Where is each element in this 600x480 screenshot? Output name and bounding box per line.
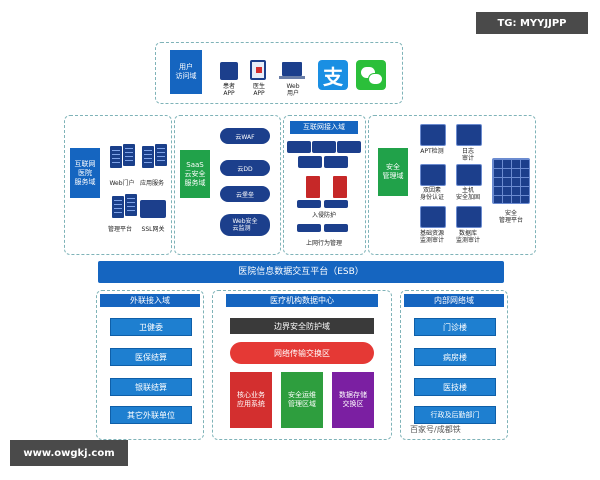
external-access-title: 外联接入域 [100,294,200,307]
user-access-domain [155,42,403,104]
patient-app-icon [220,62,238,80]
intranet-domain [400,290,508,440]
doctor-app-icon [250,60,266,80]
apt-detection-caption: APT检测 [420,148,444,155]
log-audit-caption: 日志 审计 [461,148,474,162]
two-factor-auth-icon [420,164,446,186]
border-security-area: 边界安全防护域 [230,318,374,334]
behavior-mgmt-caption: 上网行为管理 [305,240,342,247]
intranet-item-medical-tech: 医技楼 [414,378,496,396]
security-mgmt-label: 安全 管理域 [378,148,408,196]
internet-hospital-service-domain [64,115,172,255]
resource-monitor-caption: 基础资源 监测审计 [419,230,444,244]
router-icon-5 [324,156,348,168]
network-transport-zone: 网络传输交换区 [230,342,374,364]
cloud-dd-icon: 云DD [220,160,270,176]
ips-device-icon-1 [297,200,321,208]
security-management-domain [368,115,536,255]
laptop-icon [282,62,302,76]
saas-cloud-security-domain [174,115,281,255]
data-storage-subzone: 数据存储 交换区 [332,372,374,428]
doctor-app-caption: 医生 APP [252,83,265,97]
behavior-mgmt-device-icon-1 [297,224,321,232]
intranet-overlay-text: 百家号/成都铁 [410,425,461,434]
host-hardening-caption: 主机 安全加固 [455,187,480,201]
web-portal-server-icon [110,146,122,168]
router-icon-1 [287,141,311,153]
saas-label: SaaS 云安全 服务域 [180,150,210,198]
ssl-gateway-caption: SSL网关 [141,226,165,233]
ips-device-icon-2 [324,200,348,208]
watermark-bottom-left: www.owgkj.com [10,440,128,466]
intranet-item-ward: 病房楼 [414,348,496,366]
host-hardening-icon [456,164,482,186]
external-item-other-units: 其它外联单位 [110,406,192,424]
web-user-caption: Web 用户 [286,83,300,97]
security-mgmt-platform-caption: 安全 管理平台 [498,210,523,224]
external-item-medical-insurance: 医保结算 [110,348,192,366]
intranet-title: 内部网络域 [404,294,504,307]
patient-app-caption: 患者 APP [222,83,235,97]
internet-service-label: 互联网 医院 服务域 [70,148,100,198]
watermark-top-right: TG: MYYJJPP [476,12,588,34]
behavior-mgmt-device-icon-2 [324,224,348,232]
external-access-domain [96,290,204,440]
external-item-health-commission: 卫健委 [110,318,192,336]
mgmt-platform-caption: 管理平台 [107,226,132,233]
app-server-icon-2 [155,144,167,166]
esb-bar: 医院信息数据交互平台（ESB） [98,261,504,283]
web-portal-server-icon-2 [123,144,135,166]
mgmt-platform-server-icon [112,196,124,218]
security-mgmt-platform-icon [492,158,530,204]
user-access-label: 用户 访问域 [170,50,202,94]
firewall-icon-1 [306,176,320,198]
intranet-item-admin-logistics: 行政及后勤部门 [414,406,496,424]
resource-monitor-icon [420,206,446,228]
router-icon-3 [337,141,361,153]
laptop-base-icon [279,76,305,79]
db-monitor-caption: 数据库 监测审计 [455,230,480,244]
firewall-icon-2 [333,176,347,198]
router-icon-4 [298,156,322,168]
data-center-title: 医疗机构数据中心 [226,294,378,307]
cloud-web-monitor-icon: Web安全 云监测 [220,214,270,236]
ssl-gateway-icon [140,200,166,218]
db-monitor-icon [456,206,482,228]
cloud-waf-icon: 云WAF [220,128,270,144]
security-ops-subzone: 安全运维 管理区域 [281,372,323,428]
core-business-subzone: 核心业务 应用系统 [230,372,272,428]
app-service-caption: 应用服务 [139,180,164,187]
web-portal-caption: Web门户 [109,180,135,187]
apt-detection-icon [420,124,446,146]
log-audit-icon [456,124,482,146]
intranet-item-outpatient: 门诊楼 [414,318,496,336]
wechat-icon [356,60,386,90]
internet-access-title: 互联网接入域 [290,121,358,134]
cloud-bastion-icon: 云堡垒 [220,186,270,202]
medical-data-center-domain [212,290,392,440]
router-icon-2 [312,141,336,153]
two-factor-auth-caption: 双因素 身份认证 [419,187,444,201]
external-item-unionpay: 银联结算 [110,378,192,396]
app-server-icon [142,146,154,168]
internet-access-domain [283,115,366,255]
mgmt-platform-server-icon-2 [125,194,137,216]
intrusion-prevention-caption: 入侵防护 [311,212,336,219]
alipay-icon: 支 [318,60,348,90]
